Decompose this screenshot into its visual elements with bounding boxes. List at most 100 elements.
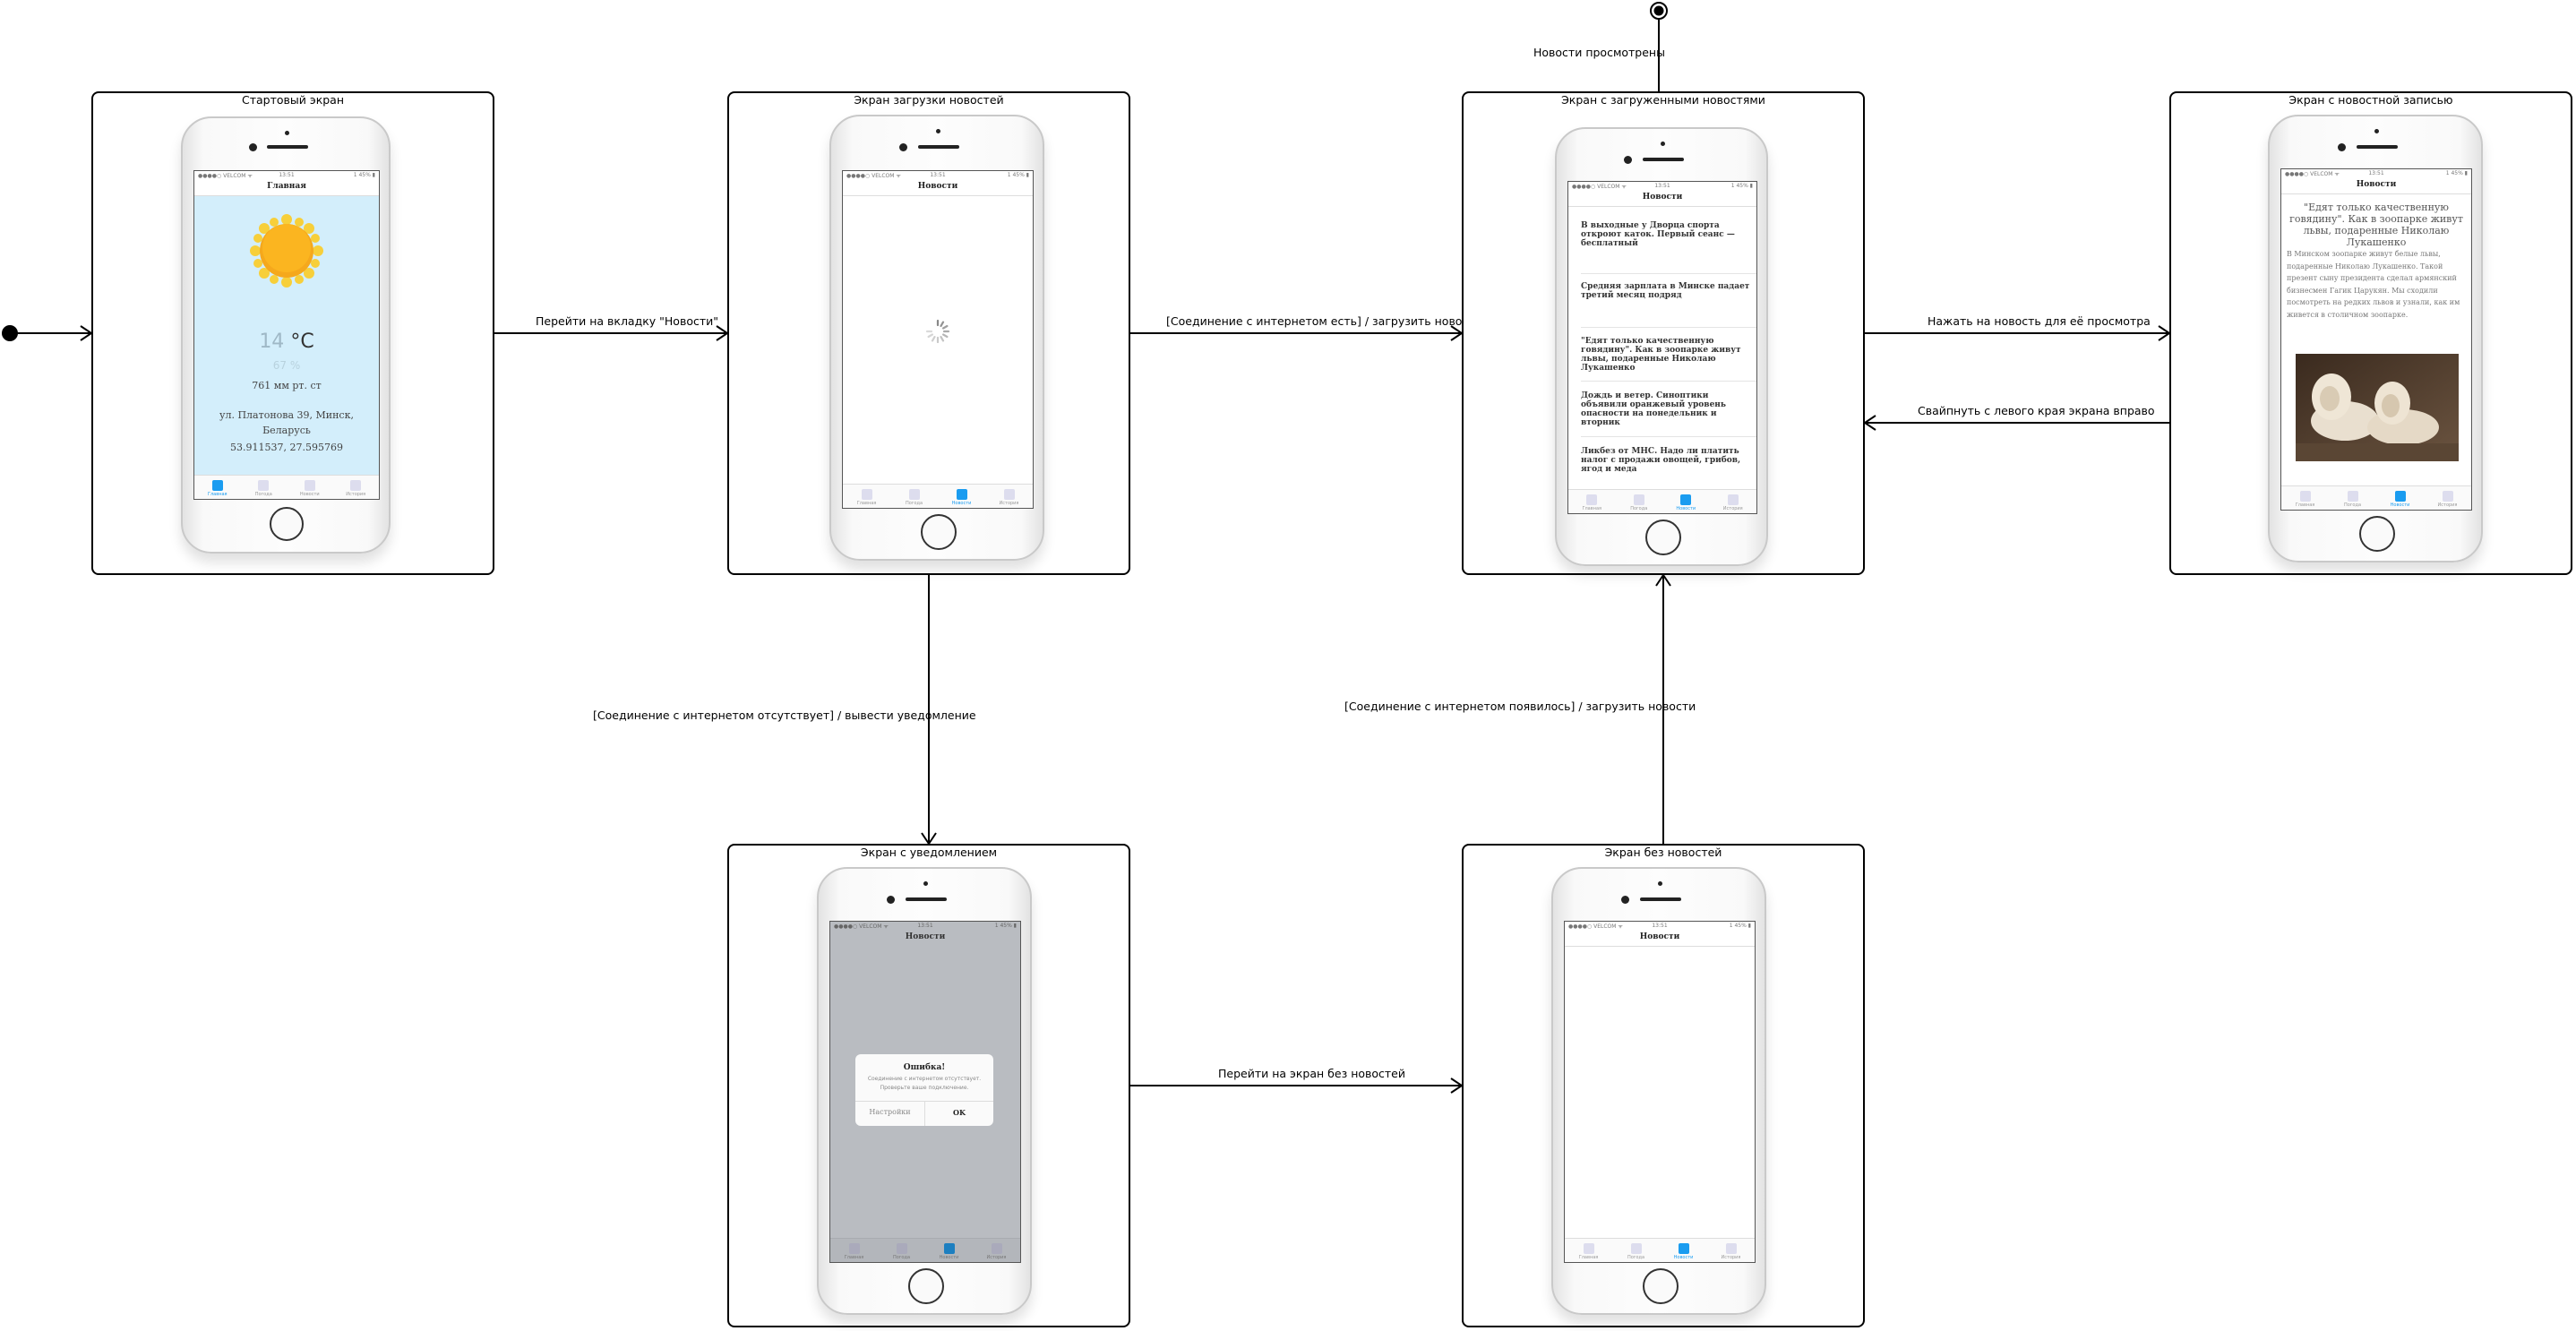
news-item[interactable]: В выходные у Дворца спорта откроют каток… [1581,221,1735,248]
tab-home[interactable]: Главная [830,1239,878,1262]
weather-icon [1633,494,1644,505]
tab-news[interactable]: Новости [287,476,333,499]
alert-ok-button[interactable]: OK [953,1108,966,1117]
state-title: Экран без новостей [1604,846,1722,859]
tab-bar: Главная Погода Новости История [194,475,379,499]
tab-history[interactable]: История [333,476,380,499]
label-open-article: Нажать на новость для её просмотра [1928,314,2151,328]
home-button[interactable] [921,514,957,550]
state-loaded: Экран с загруженными новостями ●●●●○ VEL… [1462,91,1865,575]
label-no-internet: [Соединение с интернетом отсутствует] / … [593,708,976,722]
label-internet-back: [Соединение с интернетом появилось] / за… [1344,700,1696,713]
pressure: 761 мм рт. ст [252,380,322,391]
weather-icon [258,480,270,491]
tab-history[interactable]: История [2424,486,2471,510]
tab-news[interactable]: Новости [938,485,985,508]
news-item[interactable]: Дождь и ветер. Синоптики объявили оранже… [1581,391,1726,427]
tab-home[interactable]: Главная [194,476,241,499]
tab-weather[interactable]: Погода [1612,1239,1660,1262]
tab-weather[interactable]: Погода [241,476,288,499]
phone-sensor [285,131,289,135]
tab-history[interactable]: История [985,485,1033,508]
news-item[interactable]: Ликбез от МНС. Надо ли платить налог с п… [1581,447,1741,474]
tab-weather[interactable]: Погода [1616,490,1663,513]
history-icon [2442,491,2453,502]
news-icon [304,480,315,491]
tab-history[interactable]: История [1707,1239,1755,1262]
tab-bar: Главная Погода Новости История [1568,489,1756,513]
tab-home[interactable]: Главная [1568,490,1616,513]
label-to-news-tab: Перейти на вкладку "Новости" [536,314,718,328]
home-icon [2299,491,2311,502]
home-button[interactable] [1645,520,1681,555]
history-icon [1725,1243,1737,1254]
address-line2: Беларусь [262,425,311,436]
home-icon [1586,494,1598,505]
history-icon [350,480,362,491]
alert-message-line2: Проверьте ваше подключение. [880,1085,969,1091]
tab-weather[interactable]: Погода [878,1239,925,1262]
news-icon [2394,491,2406,502]
tab-bar: Главная Погода Новости История [1565,1238,1755,1262]
tab-home[interactable]: Главная [1565,1239,1612,1262]
tab-weather[interactable]: Погода [890,485,938,508]
temperature: 14 °C [259,331,314,353]
tab-bar: Главная Погода Новости История [830,1238,1020,1262]
alert-dialog: Ошибка! Соединение с интернетом отсутств… [855,1054,993,1126]
nav-title: Новости [2356,180,2397,189]
home-button[interactable] [1643,1268,1679,1304]
weather-icon [896,1243,907,1254]
home-icon [861,489,872,500]
weather-icon [1630,1243,1642,1254]
home-button[interactable] [270,507,304,541]
tab-news[interactable]: Новости [1660,1239,1707,1262]
news-item[interactable]: "Едят только качественную говядину". Как… [1581,337,1741,373]
final-state-core [1653,5,1664,16]
sun-icon [250,214,323,288]
initial-state [2,325,18,341]
humidity: 67 % [272,359,301,372]
news-item[interactable]: Средняя зарплата в Минске падает третий … [1581,282,1750,300]
home-icon [211,480,223,491]
home-icon [848,1243,860,1254]
label-internet-ok: [Соединение с интернетом есть] / загрузи… [1166,314,1482,328]
loading-spinner-icon [925,319,950,344]
nav-title: Новости [1642,193,1683,202]
state-title: Экран загрузки новостей [854,93,1004,107]
home-icon [1583,1243,1594,1254]
alert-settings-button[interactable]: Настройки [869,1108,911,1116]
tab-history[interactable]: История [1710,490,1757,513]
alert-title: Ошибка! [903,1063,946,1072]
tab-news[interactable]: Новости [2376,486,2424,510]
coordinates: 53.911537, 27.595769 [230,442,343,453]
tab-home[interactable]: Главная [2281,486,2329,510]
tab-news[interactable]: Новости [1662,490,1710,513]
weather-icon [2347,491,2358,502]
home-button[interactable] [908,1268,944,1304]
article-body: В Минском зоопарке живут белые львы, под… [2287,250,2460,319]
tab-weather[interactable]: Погода [2329,486,2376,510]
state-title: Экран с новостной записью [2288,93,2453,107]
news-icon [1678,1243,1689,1254]
tab-history[interactable]: История [973,1239,1020,1262]
home-button[interactable] [2359,516,2395,552]
tab-home[interactable]: Главная [843,485,890,508]
arrowhead [1863,415,1876,431]
label-to-empty: Перейти на экран без новостей [1218,1067,1405,1080]
tab-news[interactable]: Новости [925,1239,973,1262]
